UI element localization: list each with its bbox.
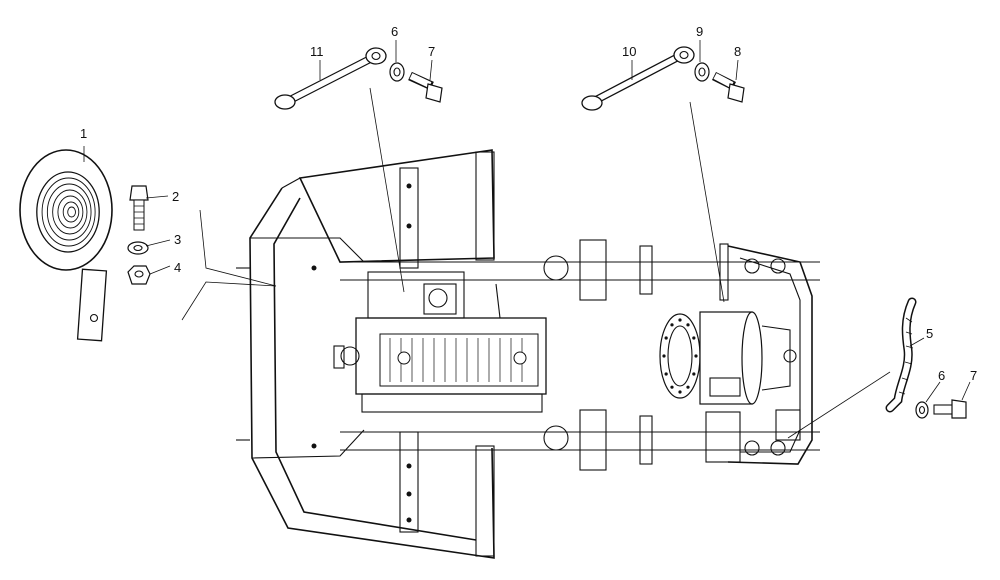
callout-5: 5 [926,326,933,341]
chassis-frame [236,149,820,559]
horn-ring [41,177,96,247]
flange-bolt [678,318,682,322]
callout-6-strap: 6 [938,368,945,383]
horn-ring [52,189,88,235]
horn-bolt-icon [129,185,149,231]
left-tie-rod [274,47,387,110]
flange-bolt [686,385,690,389]
flange-bolt [692,372,696,376]
ground-strap [885,297,917,413]
callout-3: 3 [174,232,181,247]
callout-6-top: 6 [391,24,398,39]
flange-bolt [670,323,674,327]
flange-bolt [692,336,696,340]
washer-icon-left [389,62,405,82]
callout-labels: 1 2 3 4 5 6 6 7 7 8 9 10 11 [80,24,977,383]
horn-nut-icon [127,265,151,285]
horn-ring [46,183,92,241]
bolt-icon-right [711,71,745,103]
bolt-icon-left [408,71,443,103]
right-tie-rod [581,46,695,111]
bolt-icon-strap [933,399,967,419]
drive-unit [659,311,797,405]
horn-washer-icon [127,241,149,255]
horn-ring [57,195,84,229]
flange-bolt [664,336,668,340]
callout-2: 2 [172,189,179,204]
flange-bolt [664,372,668,376]
callout-7-strap: 7 [970,368,977,383]
flange-bolt [678,390,682,394]
callout-9: 9 [696,24,703,39]
horn-ring [62,201,80,223]
callout-4: 4 [174,260,181,275]
callout-1: 1 [80,126,87,141]
callout-8: 8 [734,44,741,59]
flange-bolt [670,385,674,389]
flange-bolt [694,354,698,358]
callout-7-top: 7 [428,44,435,59]
washer-icon-right [694,62,710,82]
horn [19,149,113,342]
flange-bolt [662,354,666,358]
leader-lines [83,40,971,439]
horn-ring [36,171,100,253]
flange-bolt [686,323,690,327]
washer-icon-strap [915,401,929,419]
callout-10: 10 [622,44,636,59]
horn-ring [67,206,76,218]
callout-11: 11 [310,44,324,59]
engine-block [333,271,547,413]
